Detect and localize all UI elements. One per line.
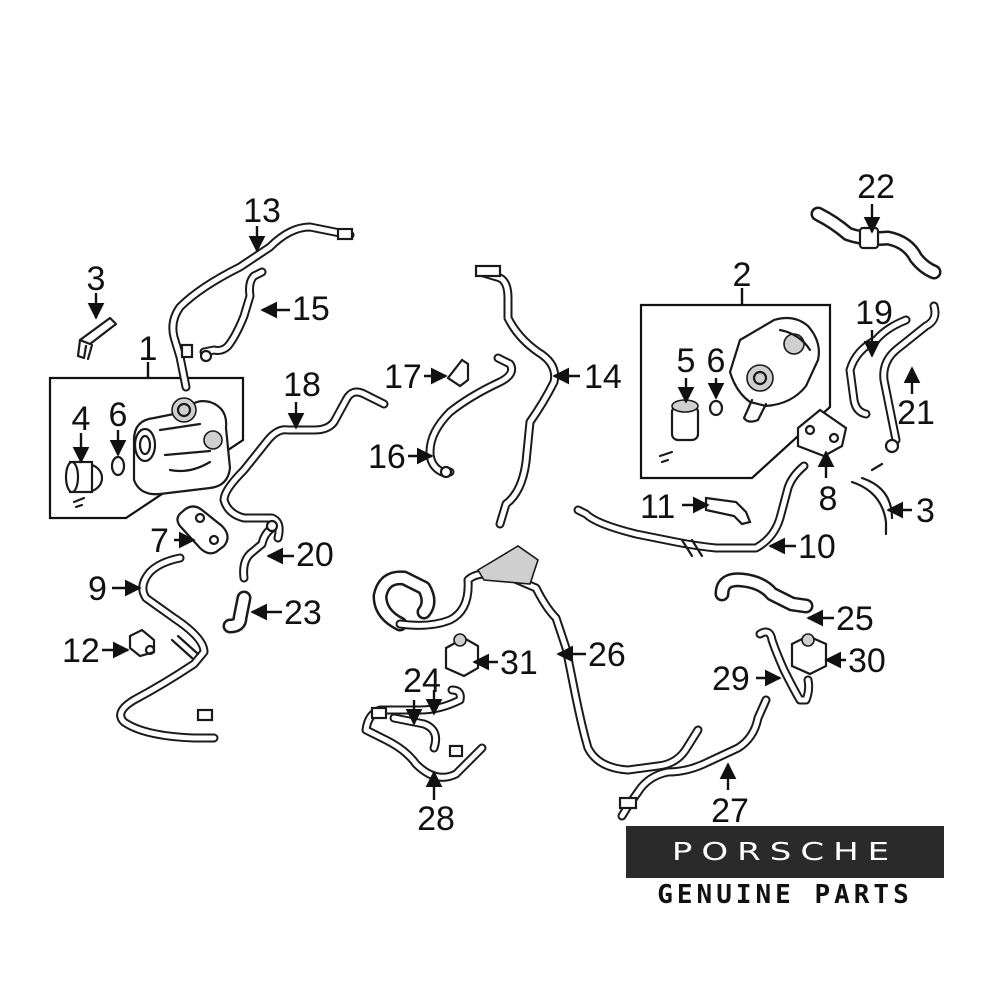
callout-15: 15 bbox=[292, 290, 330, 328]
pipe-part-24 bbox=[361, 685, 487, 782]
hose-part-22 bbox=[810, 206, 942, 280]
sensor-part-12 bbox=[128, 628, 156, 658]
bracket-part-7 bbox=[176, 505, 229, 555]
callout-22: 22 bbox=[857, 168, 895, 206]
valve-part-30 bbox=[790, 633, 828, 676]
right-turbo-assembly-group bbox=[639, 303, 832, 480]
callout-16: 16 bbox=[368, 438, 406, 476]
pipe-part-19 bbox=[845, 315, 911, 419]
right-assembly-frame bbox=[639, 303, 832, 480]
bracket-part-11 bbox=[704, 496, 752, 526]
porsche-logo-text: PORSCHE bbox=[671, 837, 899, 867]
bracket-part-3-left bbox=[76, 316, 118, 361]
coupling-part-4 bbox=[64, 460, 104, 509]
pipe-part-10 bbox=[573, 461, 809, 558]
bracket-part-3-right bbox=[850, 462, 894, 536]
callout-24: 24 bbox=[403, 662, 441, 700]
callout-14: 14 bbox=[584, 358, 622, 396]
hose-part-29 bbox=[755, 627, 814, 705]
callout-2: 2 bbox=[733, 256, 752, 294]
callout-20: 20 bbox=[296, 536, 334, 574]
callout-11: 11 bbox=[640, 488, 675, 526]
callout-labels: 1 3 4 6 13 15 7 9 12 18 20 23 17 16 14 2… bbox=[62, 168, 935, 838]
pipe-part-21 bbox=[879, 301, 940, 454]
callout-31: 31 bbox=[500, 644, 538, 682]
callout-30: 30 bbox=[848, 642, 886, 680]
callout-19: 19 bbox=[855, 294, 893, 332]
actuator-part-5 bbox=[658, 399, 700, 464]
callout-18: 18 bbox=[283, 366, 321, 404]
porsche-logo: PORSCHE bbox=[626, 826, 944, 878]
callout-3-left: 3 bbox=[87, 260, 106, 298]
callout-17: 17 bbox=[384, 358, 422, 396]
callout-26: 26 bbox=[588, 636, 626, 674]
callout-8: 8 bbox=[819, 480, 838, 518]
o-ring-part-6-right bbox=[708, 399, 724, 417]
leader-arrows bbox=[72, 204, 921, 800]
o-ring-part-6-left bbox=[110, 455, 126, 477]
bracket-part-17 bbox=[446, 358, 470, 388]
hose-part-20 bbox=[239, 519, 279, 583]
turbocharger-left bbox=[132, 397, 232, 496]
pipe-part-9 bbox=[116, 553, 219, 743]
callout-9: 9 bbox=[88, 570, 107, 608]
pipe-part-27 bbox=[617, 695, 771, 821]
callout-21: 21 bbox=[897, 394, 935, 432]
turbocharger-right bbox=[728, 316, 820, 423]
left-turbo-assembly-group bbox=[48, 376, 245, 520]
pipe-part-15 bbox=[199, 267, 267, 363]
callout-6-right: 6 bbox=[707, 342, 726, 380]
pipe-part-28 bbox=[389, 713, 464, 758]
callout-27: 27 bbox=[711, 792, 749, 830]
valve-part-31 bbox=[444, 633, 480, 678]
pipe-part-18 bbox=[219, 387, 389, 543]
callout-12: 12 bbox=[62, 632, 100, 670]
callout-6-left: 6 bbox=[109, 396, 128, 434]
callout-4: 4 bbox=[72, 400, 91, 438]
hose-part-25 bbox=[714, 572, 814, 614]
pipe-part-14 bbox=[474, 264, 560, 529]
pipe-part-13 bbox=[168, 222, 355, 392]
genuine-parts-tagline: GENUINE PARTS bbox=[657, 880, 913, 910]
callout-1: 1 bbox=[139, 330, 158, 368]
bracket-part-8 bbox=[796, 408, 848, 458]
callout-10: 10 bbox=[798, 528, 836, 566]
brand-logo-bar bbox=[626, 826, 944, 878]
hose-part-23 bbox=[222, 590, 252, 634]
callout-28: 28 bbox=[417, 800, 455, 838]
callout-7: 7 bbox=[150, 522, 169, 560]
callout-29: 29 bbox=[712, 660, 750, 698]
callout-3-right: 3 bbox=[916, 492, 935, 530]
callout-25: 25 bbox=[836, 600, 874, 638]
callout-13: 13 bbox=[243, 192, 281, 230]
hose-part-26 bbox=[372, 545, 703, 775]
callout-23: 23 bbox=[284, 594, 322, 632]
callout-5: 5 bbox=[677, 342, 696, 380]
